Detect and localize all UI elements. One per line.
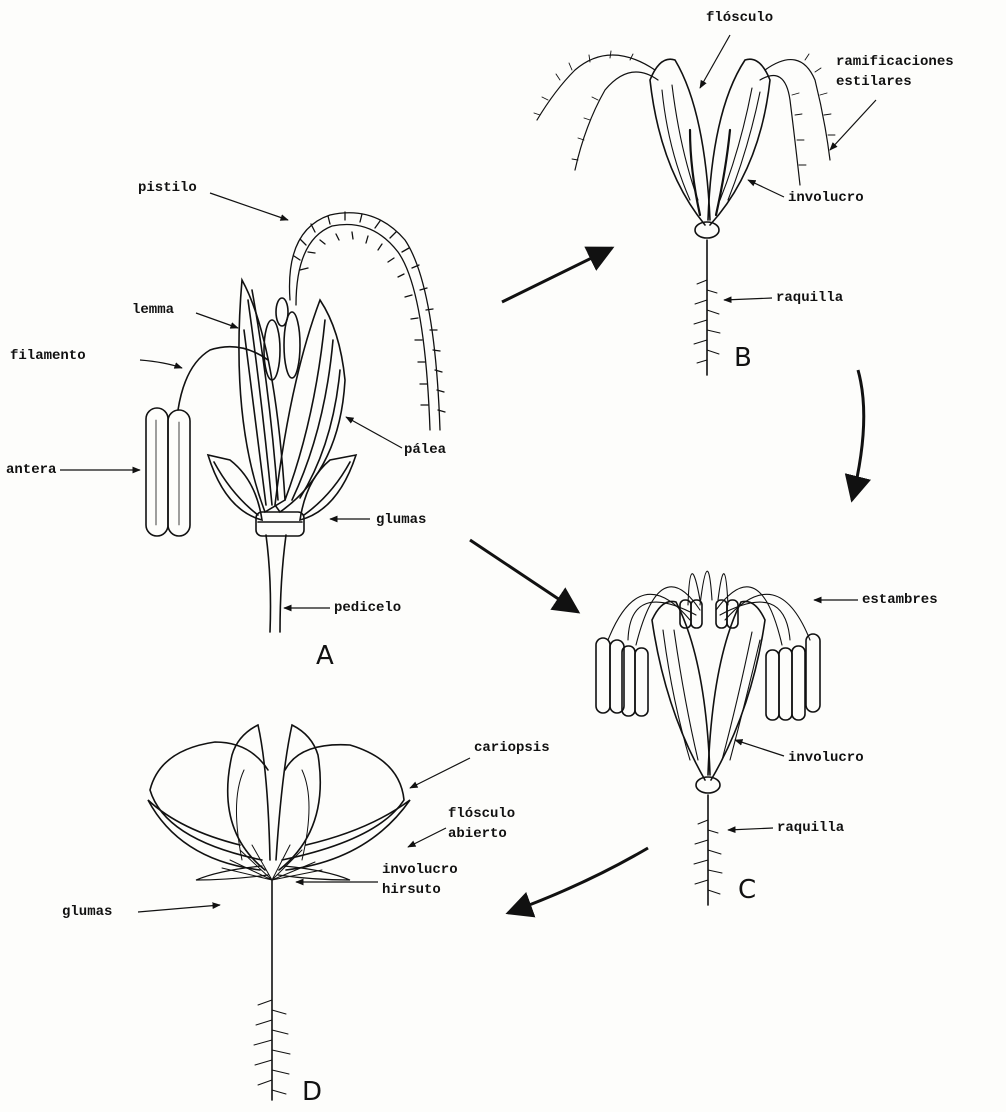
- label-raquilla-b: raquilla: [776, 290, 843, 306]
- estilares-arrow: [830, 100, 876, 150]
- label-palea: pálea: [404, 442, 446, 458]
- label-cariopsis: cariopsis: [474, 740, 550, 756]
- filament-a: [178, 347, 268, 410]
- label-glumas-d: glumas: [62, 904, 112, 920]
- pistilo-arrow: [210, 193, 288, 220]
- label-flosculo-abierto-line1: flósculo: [448, 806, 515, 822]
- panel-label-c: C: [738, 876, 756, 904]
- label-ramificaciones-line2: estilares: [836, 74, 912, 90]
- label-involucro-hirsuto-line1: involucro: [382, 862, 458, 878]
- flosculo-abierto-arrow: [408, 828, 446, 847]
- stamen-filaments-c: [608, 571, 810, 645]
- lemma-arrow: [196, 313, 238, 328]
- florets-b: [650, 59, 770, 225]
- rachilla-d: [254, 880, 290, 1100]
- label-flosculo: flósculo: [706, 10, 773, 26]
- raquilla-b-arrow: [724, 298, 772, 300]
- rachilla-c: [694, 795, 722, 905]
- panel-label-b: B: [734, 344, 752, 372]
- flower-d: [148, 725, 410, 1100]
- filamento-arrow: [140, 360, 182, 368]
- involucro-c-arrow: [735, 740, 784, 756]
- arrow-b-to-c: [852, 370, 864, 500]
- arrow-c-to-d: [508, 848, 648, 913]
- label-ramificaciones-line1: ramificaciones: [836, 54, 954, 70]
- label-flosculo-abierto-line2: abierto: [448, 826, 507, 842]
- label-pistilo: pistilo: [138, 180, 197, 196]
- raquilla-c-arrow: [728, 828, 773, 830]
- pointer-arrows: [60, 35, 876, 912]
- panel-label-d: D: [302, 1078, 322, 1106]
- receptacle-a: [256, 512, 304, 536]
- flower-a: [146, 212, 445, 632]
- palea-a: [275, 300, 345, 512]
- label-pedicelo: pedicelo: [334, 600, 401, 616]
- receptacle-c: [696, 777, 720, 793]
- label-antera: antera: [6, 462, 56, 478]
- anther-a: [146, 408, 190, 536]
- label-involucro-c: involucro: [788, 750, 864, 766]
- open-florets-d: [148, 725, 410, 870]
- arrow-a-to-b: [502, 248, 612, 302]
- florets-c: [652, 601, 765, 780]
- label-filamento: filamento: [10, 348, 86, 364]
- palea-arrow: [346, 417, 402, 448]
- rachilla-b: [694, 240, 720, 375]
- flower-b: [534, 51, 835, 375]
- label-glumas-a: glumas: [376, 512, 426, 528]
- hairy-involucre-d: [222, 845, 322, 880]
- stamen-anthers-left-c: [596, 600, 702, 716]
- label-involucro-hirsuto-line2: hirsuto: [382, 882, 441, 898]
- label-lemma: lemma: [132, 302, 174, 318]
- involucro-b-arrow: [748, 180, 784, 197]
- flosculo-arrow: [700, 35, 730, 88]
- stamen-anthers-right-c: [716, 600, 820, 720]
- panel-label-a: A: [316, 642, 334, 670]
- cariopsis-arrow: [410, 758, 470, 788]
- receptacle-b: [695, 222, 719, 238]
- label-raquilla-c: raquilla: [777, 820, 844, 836]
- label-estambres: estambres: [862, 592, 938, 608]
- stylar-branches-b: [534, 51, 835, 185]
- glumas-d-arrow: [138, 905, 220, 912]
- pedicel-a: [266, 535, 286, 632]
- label-involucro-b: involucro: [788, 190, 864, 206]
- flower-c: [596, 571, 820, 905]
- sequence-arrows: [470, 248, 864, 913]
- arrow-a-to-c: [470, 540, 578, 612]
